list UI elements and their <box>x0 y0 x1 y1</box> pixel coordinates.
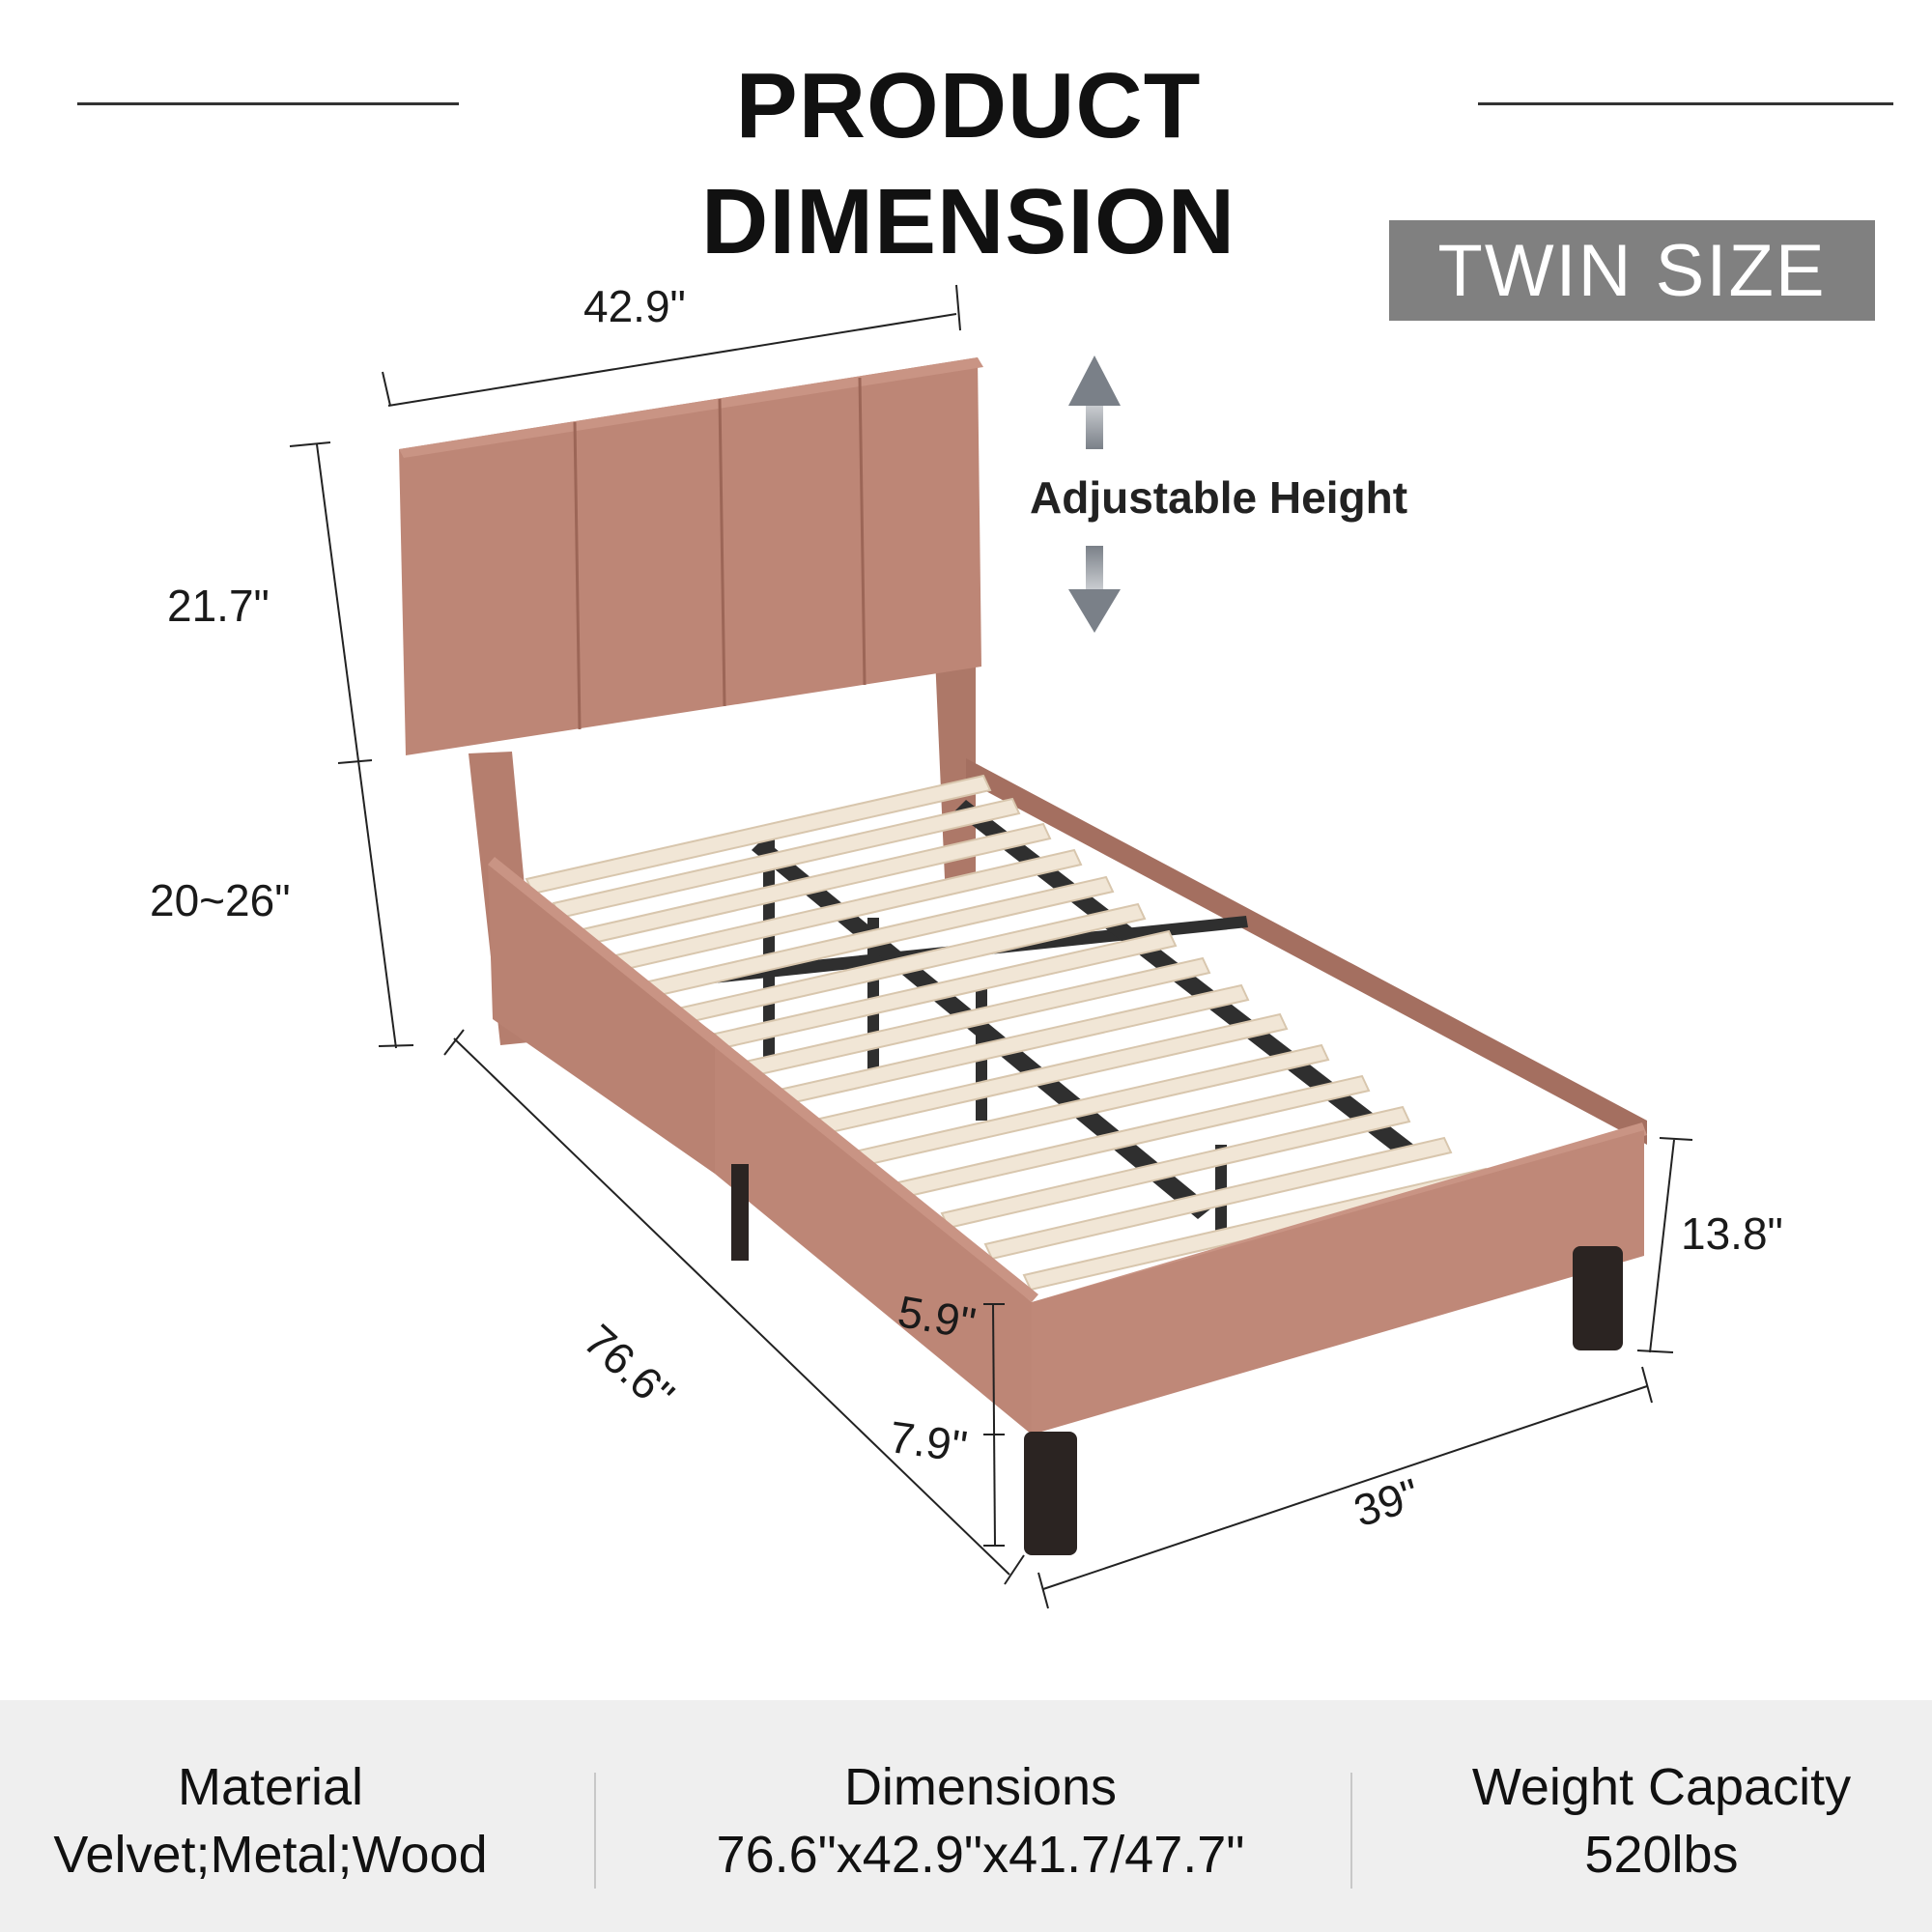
side-rail-near-2 <box>715 1034 1032 1435</box>
spec-dimensions: Dimensions 76.6"x42.9"x41.7/47.7" <box>609 1753 1352 1889</box>
side-rail-far <box>966 758 1647 1145</box>
dimension-lines <box>289 284 1693 1609</box>
spec-dimensions-label: Dimensions <box>843 1758 1118 1816</box>
spec-divider-2 <box>1350 1773 1352 1889</box>
leg-left-back <box>731 1164 749 1261</box>
slats <box>525 774 1494 1292</box>
spec-dimensions-value: 76.6"x42.9"x41.7/47.7" <box>716 1826 1245 1884</box>
headboard-channels <box>573 377 867 730</box>
leg-front-right <box>1573 1246 1623 1350</box>
side-rail-near <box>488 865 715 1174</box>
headboard-top-edge <box>399 357 983 458</box>
arrow-up-icon <box>1068 355 1121 449</box>
spec-bar: Material Velvet;Metal;Wood Dimensions 76… <box>0 1700 1932 1932</box>
spec-weight: Weight Capacity 520lbs <box>1391 1753 1932 1889</box>
side-rail-top <box>488 857 1038 1302</box>
footboard <box>1032 1130 1644 1435</box>
bed-illustration <box>289 284 1693 1609</box>
spec-material-label: Material <box>177 1758 364 1816</box>
spec-weight-label: Weight Capacity <box>1471 1758 1852 1816</box>
spec-material-value: Velvet;Metal;Wood <box>53 1826 488 1884</box>
arrow-down-icon <box>1068 546 1121 633</box>
dim-leg-height: 20~26" <box>150 875 291 925</box>
title-section: PRODUCT DIMENSION <box>0 48 1932 273</box>
dim-headboard-height: 21.7" <box>167 581 270 631</box>
title-rule-right <box>1478 102 1893 105</box>
page-title: PRODUCT DIMENSION <box>700 54 1236 273</box>
headboard-panel <box>399 357 981 755</box>
size-badge: TWIN SIZE <box>1389 220 1875 321</box>
spec-material: Material Velvet;Metal;Wood <box>0 1753 541 1889</box>
dim-total-height: 13.8" <box>1681 1208 1783 1259</box>
dim-headboard-width: 42.9" <box>583 281 686 331</box>
leg-front-left <box>1024 1432 1077 1555</box>
adjustable-height-label: Adjustable Height <box>1030 472 1408 523</box>
spec-divider-1 <box>594 1773 596 1889</box>
spec-weight-value: 520lbs <box>1584 1826 1739 1884</box>
title-rule-left <box>77 102 459 105</box>
dim-clearance: 7.9" <box>886 1410 971 1472</box>
